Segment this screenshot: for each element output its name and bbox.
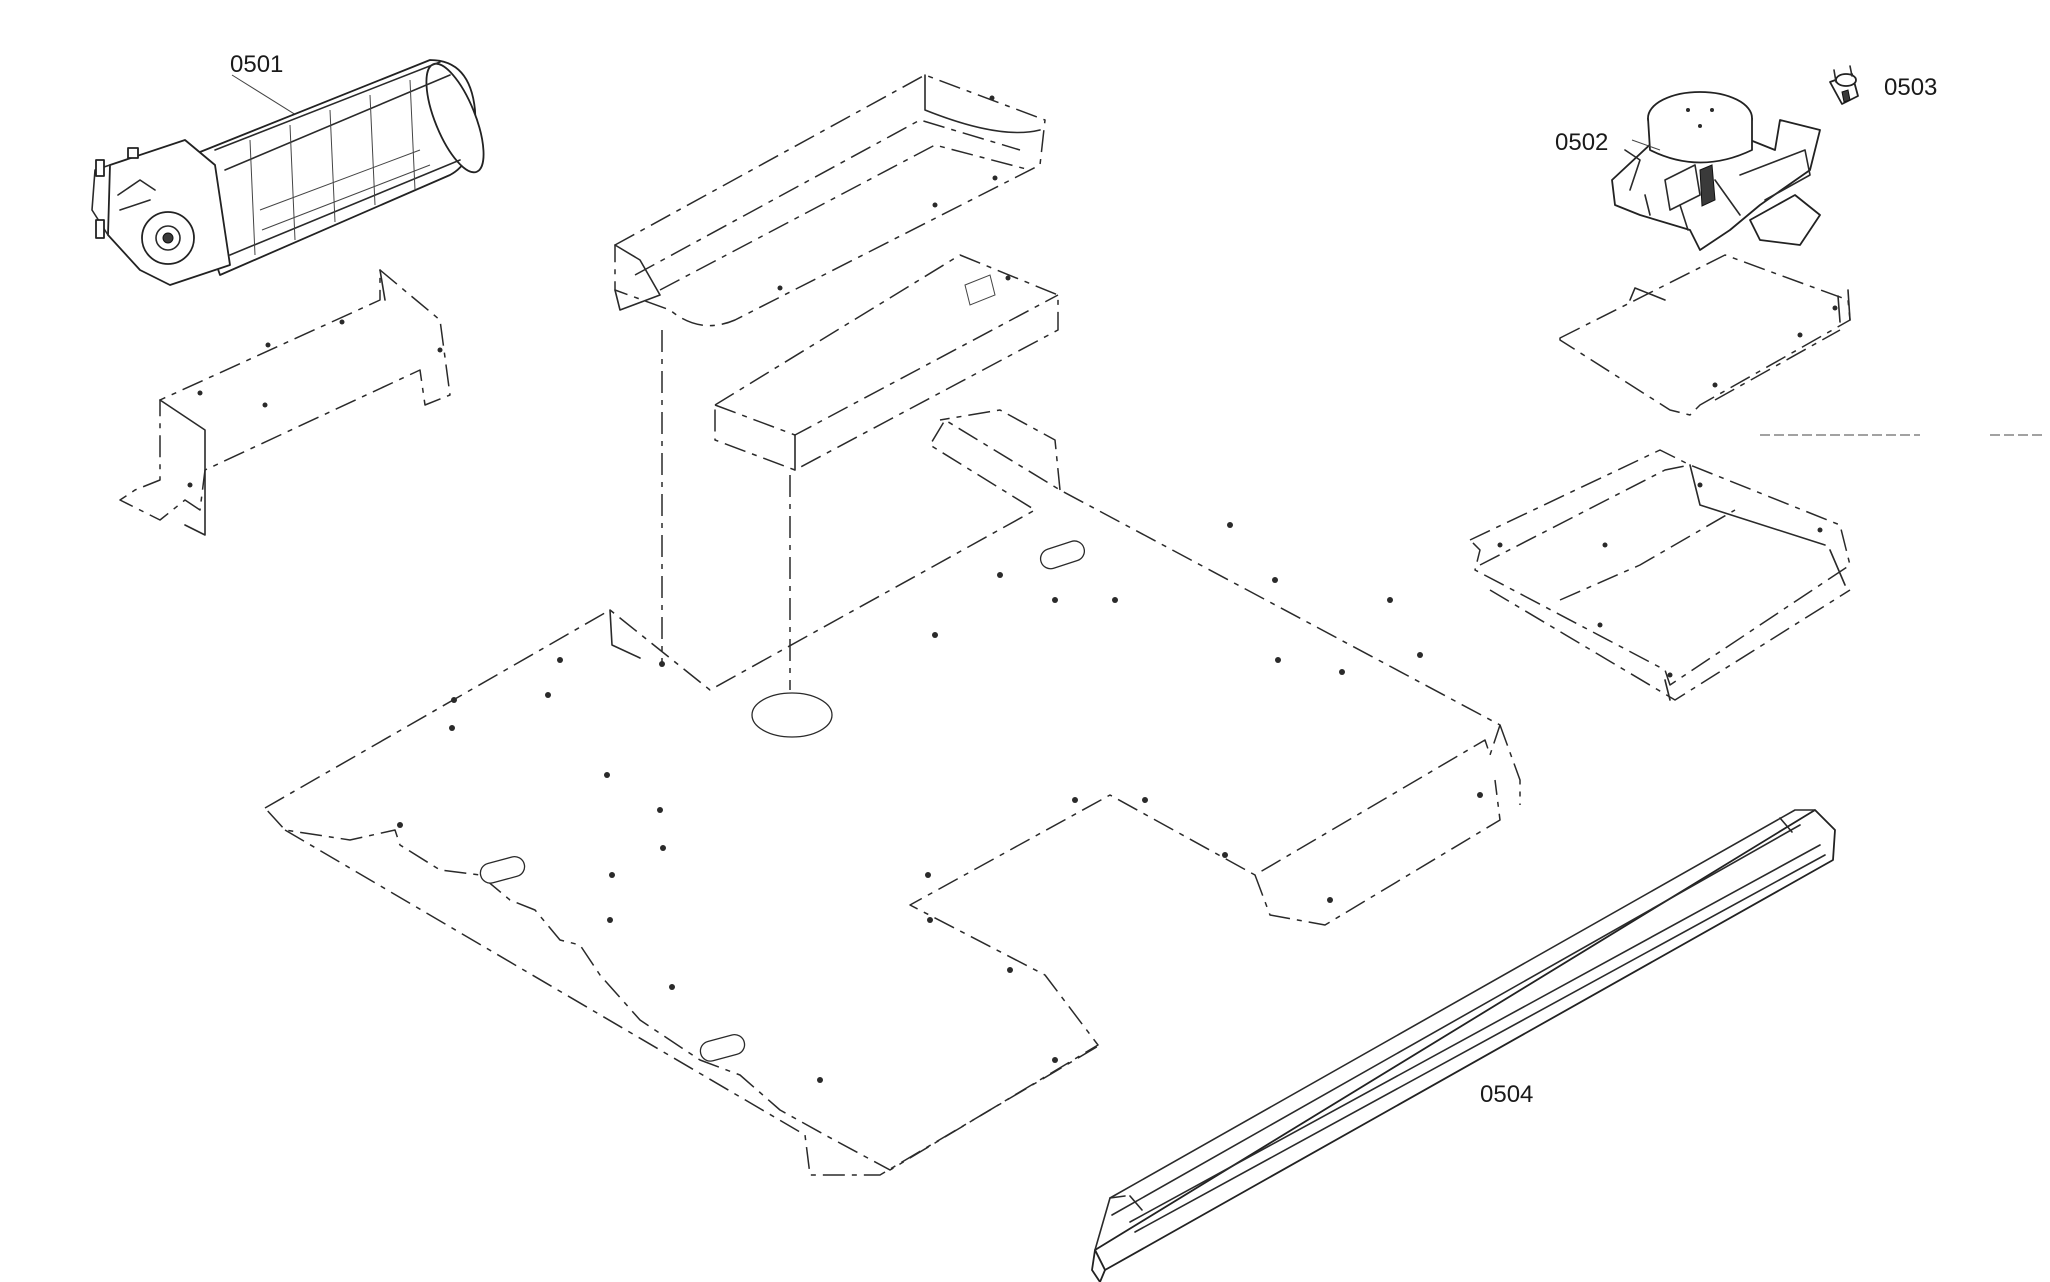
fan-mounting-bracket [119, 269, 451, 536]
base-plate [264, 409, 1521, 1176]
part-label-0504: 0504 [1480, 1081, 1533, 1108]
part-thermostat[interactable]: 0503 [1829, 65, 1937, 105]
cover-box [714, 254, 1059, 471]
timer-bracket [1559, 254, 1851, 416]
part-fan-motor[interactable]: 0501 [91, 51, 495, 286]
upper-channel [614, 74, 1046, 327]
part-label-0503: 0503 [1884, 74, 1937, 101]
part-strip-rail[interactable]: 0504 [1091, 809, 1836, 1282]
part-label-0501: 0501 [230, 51, 283, 78]
part-label-0502: 0502 [1555, 129, 1608, 156]
alignment-lines [661, 330, 791, 690]
right-tray [1469, 449, 1851, 701]
part-timer-switch[interactable]: 0502 [1555, 91, 1821, 251]
